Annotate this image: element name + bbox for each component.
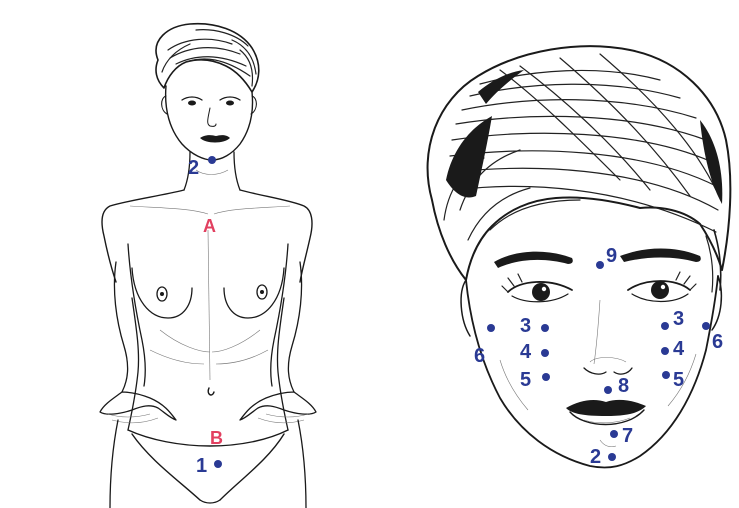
- face-point-5-left: 5: [520, 369, 550, 391]
- face-point-5-left-label: 5: [520, 369, 531, 391]
- face-point-3-left: 3: [520, 315, 549, 337]
- face-point-6-left-label: 6: [474, 345, 485, 367]
- reference-letter-a: A: [203, 216, 216, 236]
- face-point-4-right-label: 4: [673, 338, 685, 360]
- face-figure-eyes: [502, 272, 696, 302]
- face-point-3-right: 3: [661, 308, 684, 330]
- face-point-3-right-label: 3: [673, 308, 684, 330]
- face-point-6-right: 6: [702, 322, 723, 353]
- body-figure-head: [162, 86, 257, 160]
- body-point-2-label: 2: [188, 157, 199, 179]
- face-point-2-label: 2: [590, 446, 601, 468]
- face-point-8-label: 8: [618, 375, 629, 397]
- face-point-9: 9: [596, 245, 617, 269]
- face-figure: 9 3 4 5 6 3 4 5: [428, 46, 731, 468]
- face-figure-lips: [566, 400, 646, 425]
- body-figure: 2 1 A B: [100, 24, 316, 508]
- body-point-1: 1: [196, 455, 222, 477]
- body-point-2: 2: [188, 156, 216, 179]
- face-point-8: 8: [604, 375, 629, 397]
- face-point-7: 7: [610, 425, 633, 447]
- body-figure-torso-outline: [100, 190, 316, 508]
- face-point-5-right: 5: [662, 369, 684, 391]
- face-point-9-label: 9: [606, 245, 617, 267]
- face-point-4-right: 4: [661, 338, 685, 360]
- face-point-4-left: 4: [520, 341, 549, 363]
- body-figure-hair: [156, 24, 259, 92]
- face-point-3-left-label: 3: [520, 315, 531, 337]
- reference-letter-b: B: [210, 428, 223, 448]
- face-point-6-right-label: 6: [712, 331, 723, 353]
- body-point-1-label: 1: [196, 455, 207, 477]
- face-figure-nose: [584, 300, 632, 374]
- face-point-4-left-label: 4: [520, 341, 532, 363]
- face-point-2: 2: [590, 446, 616, 468]
- face-point-5-right-label: 5: [673, 369, 684, 391]
- face-point-6-left: 6: [474, 324, 495, 367]
- face-point-7-label: 7: [622, 425, 633, 447]
